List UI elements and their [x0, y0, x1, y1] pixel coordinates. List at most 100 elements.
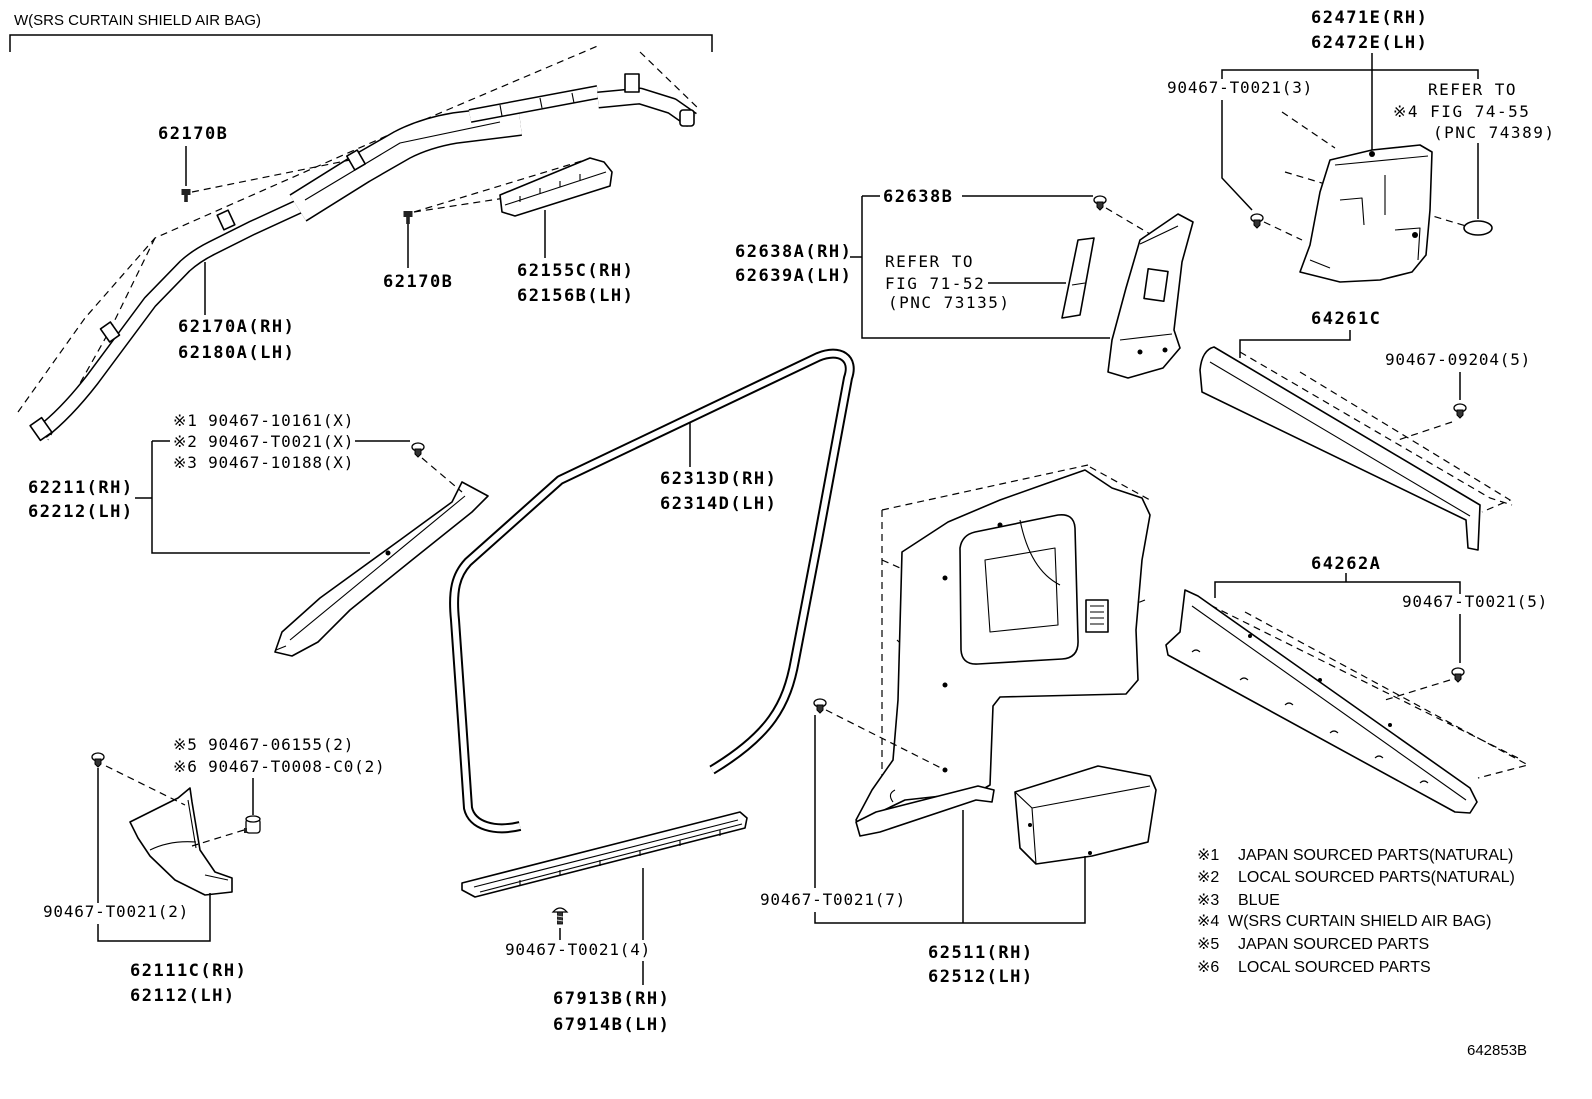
center-pillar-slot	[1143, 267, 1169, 303]
rear-scuff-lower-clip-callout: 90467-T0021(5)	[1402, 592, 1548, 611]
airbag-inflator-fill	[468, 86, 600, 122]
garnish-hole	[1162, 347, 1168, 353]
reference-plate	[1061, 237, 1095, 319]
reference-note-line-3: (PNC 73135)	[888, 293, 1010, 312]
screw-icon	[552, 907, 568, 925]
quarter-trim-number-lh: 62512(LH)	[928, 967, 1034, 987]
cowl-clip-callout-6: ※6 90467-T0008-C0(2)	[173, 757, 385, 776]
rear-scuff-upper: 64261C 90467-09204(5)	[1199, 309, 1530, 551]
garnish-dashed-line	[1281, 111, 1467, 227]
airbag-bracket-detail	[504, 171, 607, 206]
rear-scuff-lower-edge	[1191, 605, 1467, 801]
legend-text: BLUE	[1238, 892, 1280, 909]
clip-dashed-line	[191, 829, 245, 847]
clip-icon	[1451, 667, 1465, 683]
airbag-mount-tab	[624, 73, 640, 93]
storage-tray	[1014, 765, 1157, 865]
clip-dashed-line	[421, 457, 463, 493]
clip-icon	[411, 442, 425, 458]
front-pillar-garnish: ※1 90467-10161(X) ※2 90467-T0021(X) ※3 9…	[28, 411, 489, 657]
airbag-mount-tab	[346, 149, 366, 171]
leader-bracket	[1239, 330, 1351, 358]
scuff-plate-body	[461, 811, 748, 898]
quarter-trim-step-detail	[889, 789, 896, 803]
scuff-slots	[1191, 649, 1429, 784]
weatherstrip-number-rh: 62313D(RH)	[660, 469, 777, 489]
scuff-plate-ribs	[473, 819, 743, 893]
quarter-trim-recess	[984, 519, 1061, 633]
leader-bracket	[135, 440, 370, 554]
front-pillar-garnish-edge	[275, 495, 466, 651]
cowl-side-trim-detail	[149, 799, 229, 881]
airbag-fold-line	[304, 121, 501, 201]
reference-note-line-2: ※4 FIG 74-55	[1393, 102, 1530, 121]
center-pillar-number-lh: 62639A(LH)	[735, 266, 852, 286]
airbag-mount-tab	[679, 109, 695, 127]
leader-line	[1221, 100, 1253, 211]
legend-mark: ※1	[1197, 847, 1219, 864]
clip-icon	[1250, 213, 1264, 229]
reference-plate-detail	[1071, 282, 1086, 286]
clip-icon	[91, 752, 105, 768]
leader-bracket	[814, 715, 1086, 924]
variant-bracket	[9, 34, 713, 52]
vent-grille	[1085, 599, 1109, 633]
inflator-rings	[499, 92, 575, 117]
legend-text: JAPAN SOURCED PARTS(NATURAL)	[1238, 847, 1513, 864]
clip-icon	[813, 698, 827, 714]
airbag-number-lh: 62180A(LH)	[178, 343, 295, 363]
panel-hole	[997, 522, 1003, 528]
scuff-plate-clip-callout: 90467-T0021(4)	[505, 940, 651, 959]
rear-scuff-upper-edge	[1209, 361, 1471, 517]
front-door-scuff-plate: 90467-T0021(4) 67913B(RH) 67914B(LH)	[461, 811, 748, 1035]
bolt-icon	[181, 189, 191, 202]
variant-note: W(SRS CURTAIN SHIELD AIR BAG)	[14, 12, 261, 29]
leader-bracket	[1214, 573, 1461, 598]
quarter-trim-window	[959, 513, 1079, 665]
quarter-upper-garnish: 62471E(RH) 62472E(LH) 90467-T0021(3) REF…	[1167, 8, 1554, 283]
legend-mark: ※6	[1197, 959, 1219, 976]
quarter-upper-detail	[1309, 155, 1429, 269]
airbag-bracket	[499, 157, 613, 217]
garnish-hole	[385, 550, 391, 556]
legend: ※1 JAPAN SOURCED PARTS(NATURAL) ※2 LOCAL…	[1197, 847, 1515, 976]
panel-hole	[942, 682, 948, 688]
quarter-upper-garnish-panel	[1299, 144, 1433, 283]
scuff-dashed-line	[1239, 351, 1513, 513]
leader-bracket	[1221, 53, 1479, 150]
weatherstrip-number-lh: 62314D(LH)	[660, 494, 777, 514]
front-pillar-number-lh: 62212(LH)	[28, 502, 134, 522]
center-pillar-clip-number: 62638B	[883, 187, 953, 207]
cowl-side-number-rh: 62111C(RH)	[130, 961, 247, 981]
tray-hole	[1028, 823, 1032, 827]
clip-dashed-line	[105, 765, 186, 806]
clip-dashed-line	[1263, 221, 1303, 241]
reference-note-line-1: REFER TO	[1428, 80, 1517, 99]
legend-mark: ※4	[1197, 913, 1219, 930]
airbag-mount-tab	[99, 321, 121, 343]
quarter-trim-number-rh: 62511(RH)	[928, 943, 1034, 963]
weatherstrip-fill	[451, 350, 853, 832]
center-pillar-garnish: 62638B 62638A(RH) 62639A(LH) REFER TO FI…	[735, 187, 1194, 379]
legend-text: W(SRS CURTAIN SHIELD AIR BAG)	[1228, 913, 1491, 930]
front-pillar-number-rh: 62211(RH)	[28, 478, 134, 498]
cowl-clip-callout-5: ※5 90467-06155(2)	[173, 735, 354, 754]
scuff-plate-teeth	[519, 830, 721, 886]
vent-grille-lines	[1090, 605, 1104, 625]
airbag-bracket-number-rh: 62155C(RH)	[517, 261, 634, 281]
airbag-folded-section-fill	[290, 105, 522, 221]
quarter-upper-clip-callout: 90467-T0021(3)	[1167, 78, 1313, 97]
center-pillar-number-rh: 62638A(RH)	[735, 242, 852, 262]
legend-mark: ※5	[1197, 936, 1219, 953]
quarter-upper-number-rh: 62471E(RH)	[1311, 8, 1428, 28]
legend-mark: ※3	[1197, 892, 1219, 909]
reference-note-line-2: FIG 71-52	[885, 274, 985, 293]
scuff-plate-number-rh: 67913B(RH)	[553, 989, 670, 1009]
airbag-bolt-upper-number: 62170B	[158, 124, 228, 144]
airbag-dashed-outline	[639, 51, 701, 111]
airbag-bolt-lower-number: 62170B	[383, 272, 453, 292]
bolt-dashed-line	[413, 159, 586, 213]
cowl-side-number-lh: 62112(LH)	[130, 986, 236, 1006]
airbag-number-rh: 62170A(RH)	[178, 317, 295, 337]
curtain-shield-airbag: 62170B 62170B 62155C(RH) 62156B(LH) 6217…	[17, 44, 701, 442]
